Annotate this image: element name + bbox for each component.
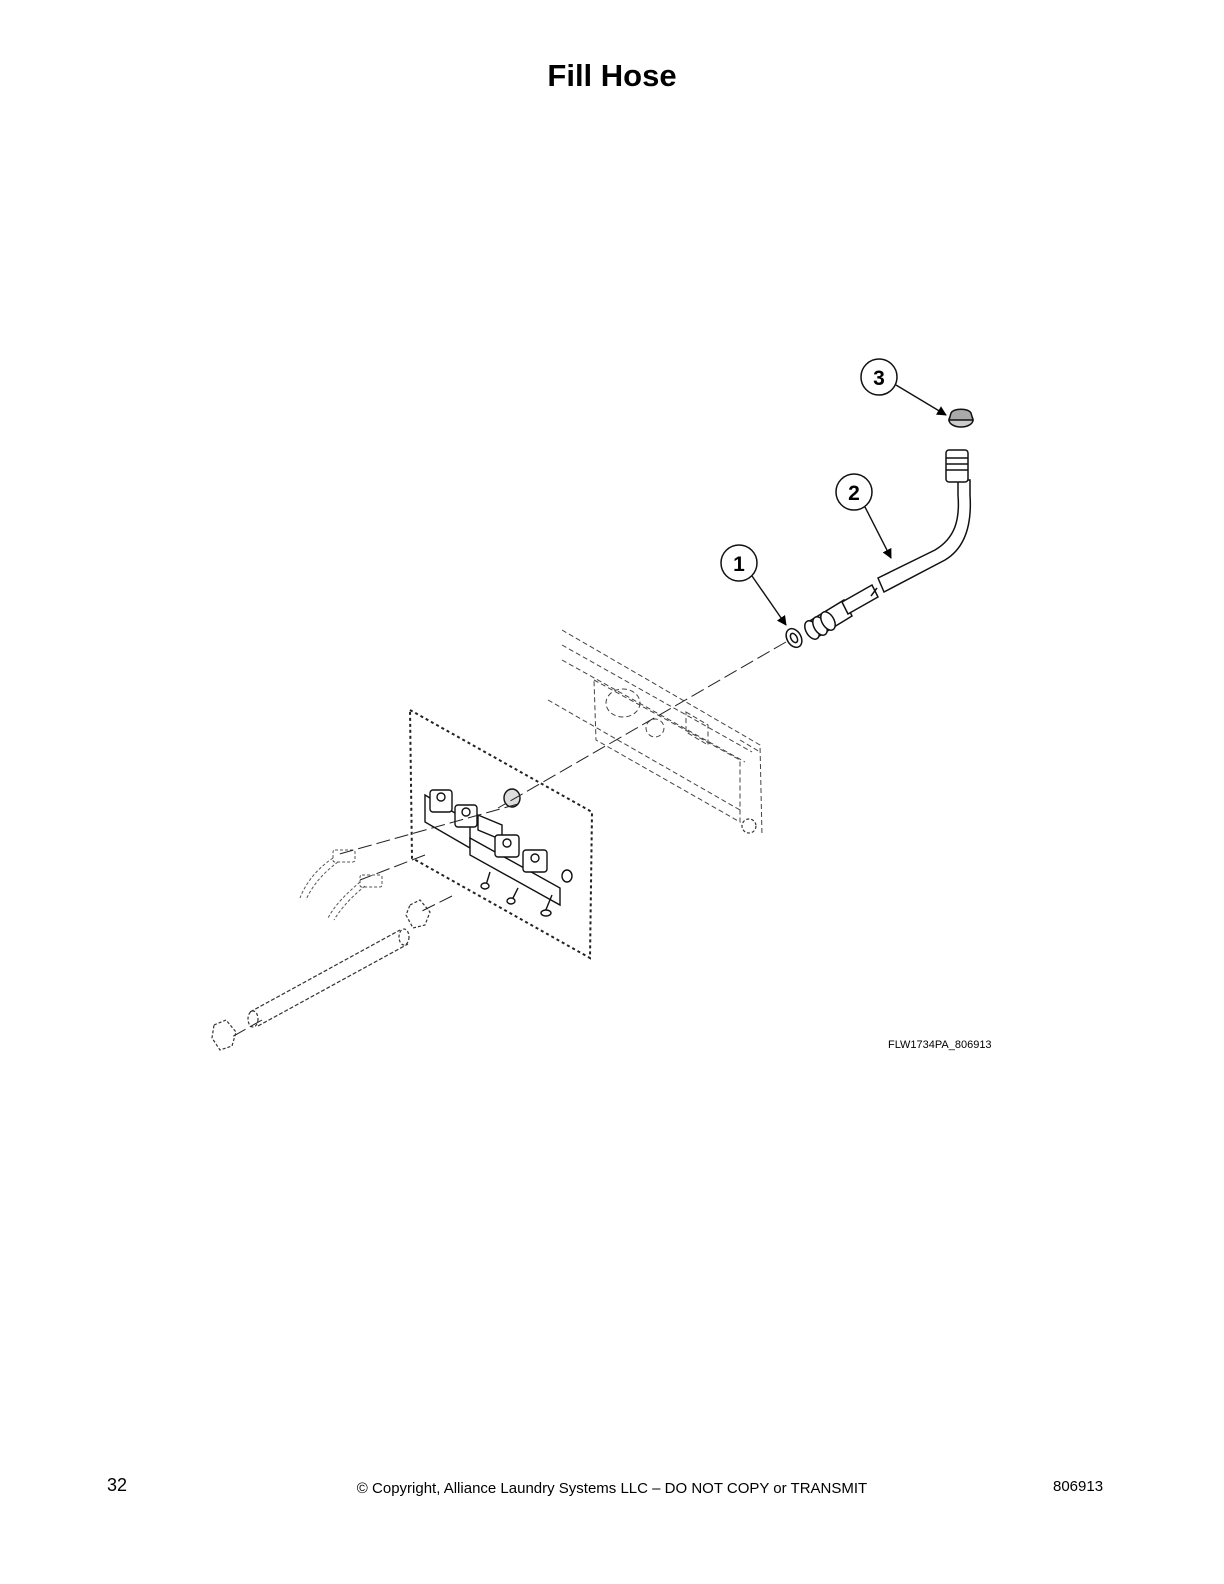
screen-part-3: [948, 408, 974, 428]
page-number: 32: [107, 1475, 128, 1495]
water-inlet-valve: [424, 788, 573, 917]
copyright-notice: © Copyright, Alliance Laundry Systems LL…: [356, 1480, 868, 1497]
document-number: 806913: [1053, 1478, 1104, 1495]
callout-1: 1: [720, 544, 787, 626]
internal-hose-and-clamps: [211, 818, 757, 1051]
callout-3: 3: [860, 358, 947, 416]
svg-text:1: 1: [733, 553, 745, 576]
alignment-lines: [229, 641, 787, 1039]
valve-bracket-outline: [408, 708, 594, 960]
cabinet-rear-panel: [547, 629, 763, 837]
callout-2: 2: [835, 473, 892, 559]
svg-text:2: 2: [848, 482, 860, 505]
page-title: Fill Hose: [547, 58, 677, 93]
fill-hose-part-2: [804, 449, 972, 640]
figure-code: FLW1734PA_806913: [888, 1039, 992, 1051]
wire-connectors: [299, 849, 383, 921]
washer-part-1: [785, 627, 803, 649]
svg-text:3: 3: [873, 367, 885, 390]
